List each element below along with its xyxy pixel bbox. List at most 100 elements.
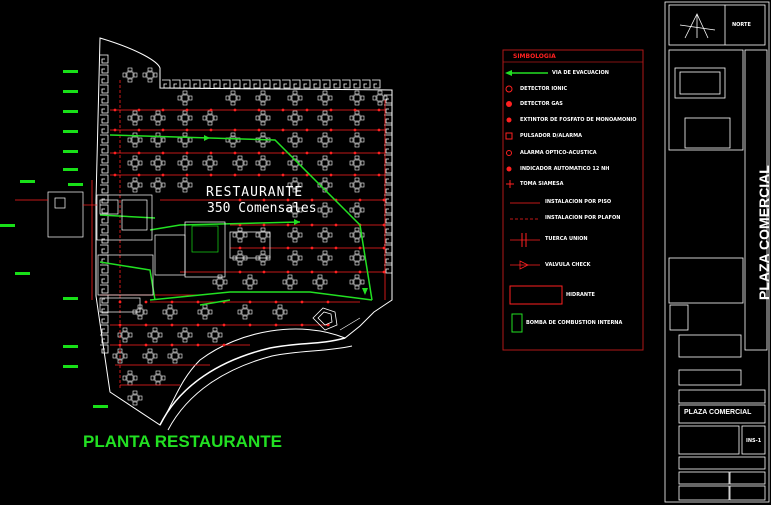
table-set [349,110,365,126]
legend-label-optic-acoustic-alarm: ALARMA OPTICO-ACUSTICA [520,150,597,156]
table-set [202,110,218,126]
table-set [150,370,166,386]
table-set [232,227,248,243]
legend-label-alarm-button: PULSADOR D/ALARMA [520,133,582,139]
legend-box [502,49,644,351]
evac-arrows [204,135,368,295]
table-set [212,274,228,290]
drawing-title: PLANTA RESTAURANTE [83,432,282,451]
table-set [162,304,178,320]
table-set [349,177,365,193]
table-set [349,202,365,218]
table-set [122,67,138,83]
siamese-connection [312,307,338,331]
table-set [312,274,328,290]
table-set [255,155,271,171]
legend-label-floor-line: INSTALACION POR PISO [545,199,612,205]
table-set [177,132,193,148]
decorative-border-top [162,79,381,89]
table-set [372,90,388,106]
restaurant-label: RESTAURANTE [206,185,304,200]
project-name-vertical: PLAZA COMERCIAL [756,165,771,300]
table-set [225,90,241,106]
exterior-labels [0,70,108,408]
legend-label-evac-arrow: VIA DE EVACUACION [552,70,609,76]
legend-label-extinguisher: EXTINTOR DE FOSFATO DE MONOAMONIO [520,117,637,123]
legend-label-ionic-detector: DETECTOR IONIC [520,86,568,92]
sheet-code: INS-1 [746,438,762,444]
table-set [349,250,365,266]
table-set [255,110,271,126]
table-set [287,250,303,266]
legend-label-fire-hose: TOMA SIAMESA [520,181,564,187]
table-set [177,177,193,193]
table-set [287,90,303,106]
table-set [225,132,241,148]
water-tank [15,191,97,238]
table-set [272,304,288,320]
table-set [202,155,218,171]
table-set [127,110,143,126]
table-set [287,110,303,126]
table-set [349,90,365,106]
table-set [317,250,333,266]
table-set [317,227,333,243]
evacuation-routes [99,134,373,306]
table-set [237,304,253,320]
table-set [317,132,333,148]
legend-label-hydrant: HIDRANTE [566,292,595,298]
table-set [150,177,166,193]
table-set [317,90,333,106]
legend-symbols [505,70,563,333]
table-set [142,67,158,83]
table-set [177,155,193,171]
table-set [287,155,303,171]
legend-label-pump: BOMBA DE COMBUSTION INTERNA [526,320,623,326]
table-set [197,304,213,320]
kitchen-area [96,194,271,313]
legend-label-gas-detector: DETECTOR GAS [520,101,563,107]
table-set [317,110,333,126]
table-set [177,327,193,343]
table-set [287,177,303,193]
table-set [122,370,138,386]
north-arrow-icon [679,13,716,39]
legend-label-union-pipe: TUERCA UNION [545,236,588,242]
legend-label-ceiling-line: INSTALACION POR PLAFON [545,215,621,221]
table-set [127,155,143,171]
table-set [142,348,158,364]
table-set [255,227,271,243]
table-set [349,132,365,148]
table-set [255,90,271,106]
table-set [150,132,166,148]
table-set [177,90,193,106]
table-set [287,132,303,148]
table-set [232,155,248,171]
table-set [147,327,163,343]
decorative-border-right [384,94,393,274]
legend-label-check-valve: VALVULA CHECK [545,262,591,268]
table-set [287,202,303,218]
fire-piping [91,80,386,390]
table-set [282,274,298,290]
table-set [127,177,143,193]
table-set [167,348,183,364]
legend-label-auto-indicator: INDICADOR AUTOMATICO 12 NH [520,166,610,172]
detectors [113,108,386,347]
table-set [150,155,166,171]
table-set [207,327,223,343]
dining-tables [112,67,388,406]
north-label: NORTE [732,22,751,28]
project-name: PLAZA COMERCIAL [684,409,752,416]
table-set [317,155,333,171]
decorative-border-left [100,54,109,354]
table-set [287,227,303,243]
table-set [150,110,166,126]
capacity-label: 350 Comensales [207,201,317,216]
table-set [349,155,365,171]
table-set [117,327,133,343]
table-set [349,274,365,290]
building-outline [95,37,393,431]
title-block [664,1,770,503]
